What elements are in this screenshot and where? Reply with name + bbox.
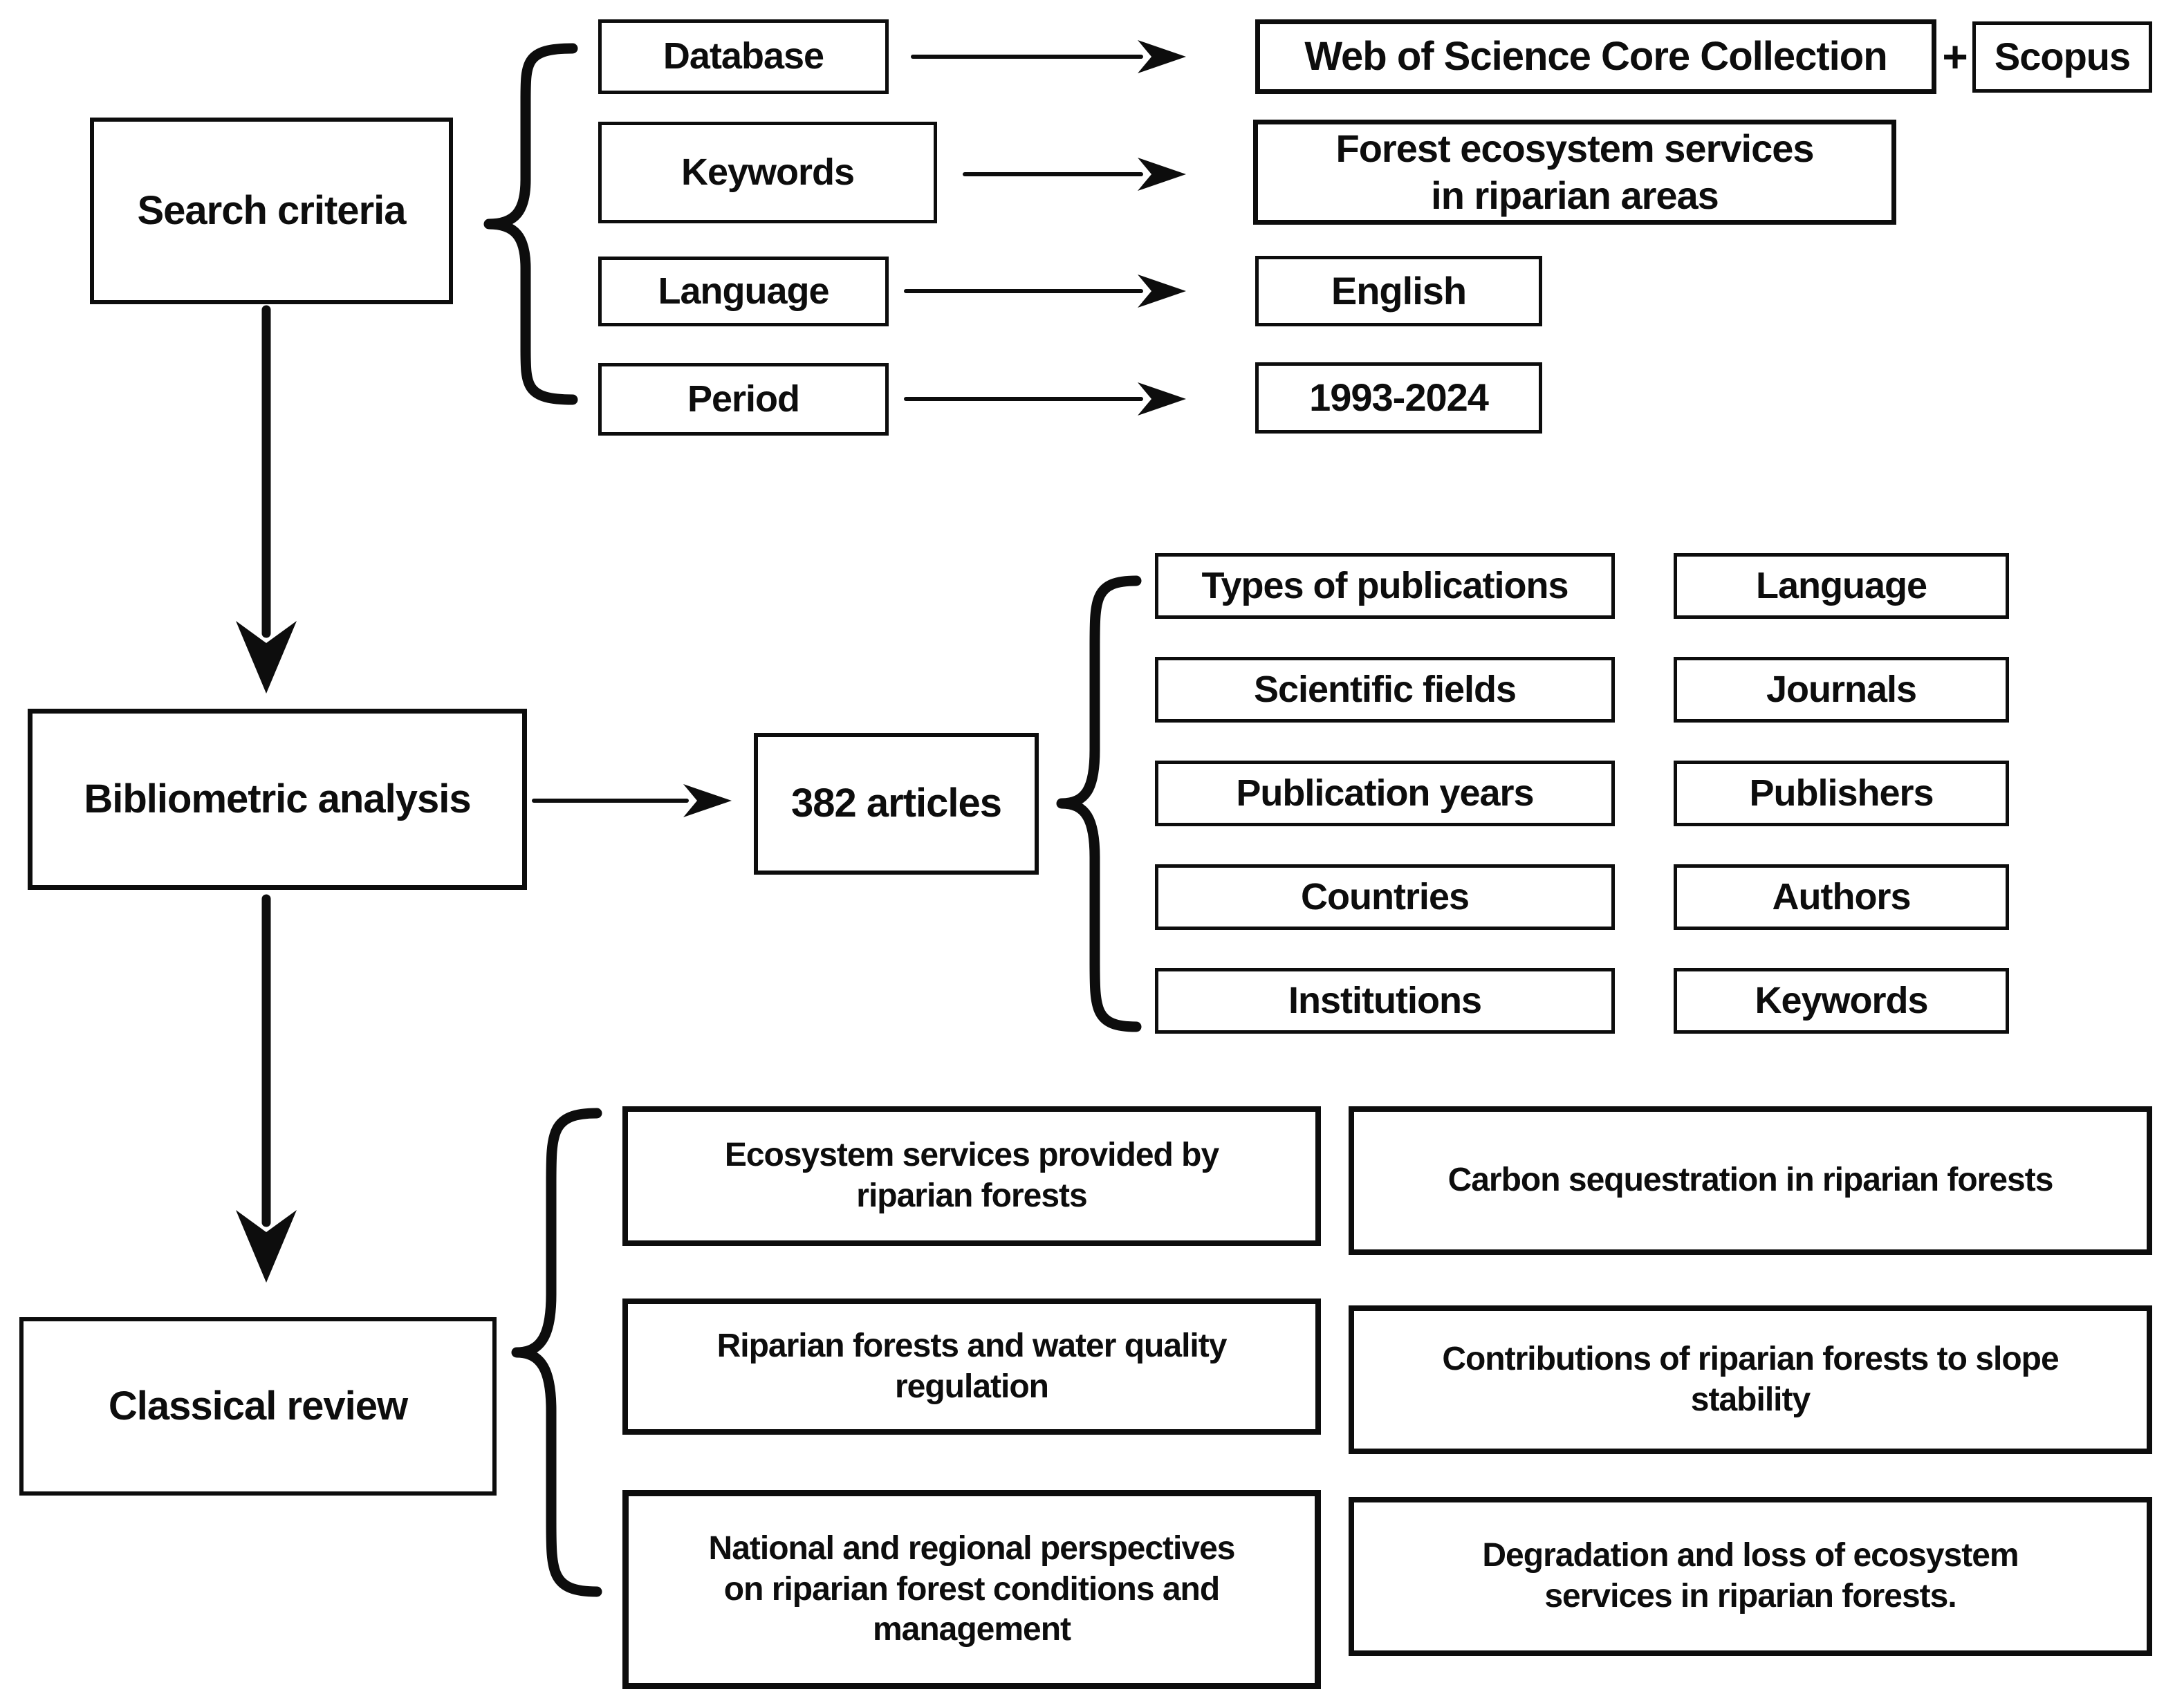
search-criteria-brace-icon (483, 43, 578, 405)
aspect-language-box: Language (1674, 553, 2009, 619)
plus-sign: + (1942, 32, 1968, 82)
language-value-box: English (1255, 256, 1542, 326)
articles-count-box: 382 articles (754, 733, 1039, 875)
scopus-box: Scopus (1972, 21, 2152, 93)
database-value-box: Web of Science Core Collection (1255, 19, 1936, 94)
keywords-value-box: Forest ecosystem services in riparian ar… (1253, 120, 1896, 225)
keywords-arrow-icon (963, 158, 1186, 191)
topic-degradation-loss-box: Degradation and loss of ecosystem servic… (1349, 1497, 2152, 1656)
aspect-scientific-fields-box: Scientific fields (1155, 657, 1615, 723)
topic-slope-stability-box: Contributions of riparian forests to slo… (1349, 1305, 2152, 1454)
bibliometric-analysis-box: Bibliometric analysis (28, 709, 527, 890)
criterion-keywords-box: Keywords (598, 122, 937, 223)
aspect-institutions-box: Institutions (1155, 968, 1615, 1034)
aspect-keywords-box: Keywords (1674, 968, 2009, 1034)
articles-brace-icon (1056, 575, 1142, 1032)
topic-national-regional-box: National and regional perspectives on ri… (622, 1490, 1321, 1689)
period-value-box: 1993-2024 (1255, 362, 1542, 434)
criterion-language-box: Language (598, 257, 889, 326)
aspect-countries-box: Countries (1155, 864, 1615, 930)
down-arrow-2-icon (236, 894, 297, 1283)
down-arrow-1-icon (236, 305, 297, 694)
period-arrow-icon (904, 382, 1186, 416)
classical-review-brace-icon (511, 1108, 602, 1597)
topic-ecosystem-services-box: Ecosystem services provided by riparian … (622, 1106, 1321, 1246)
search-criteria-box: Search criteria (90, 118, 453, 304)
language-arrow-icon (904, 274, 1186, 308)
topic-water-quality-box: Riparian forests and water quality regul… (622, 1299, 1321, 1435)
criterion-period-box: Period (598, 363, 889, 436)
aspect-authors-box: Authors (1674, 864, 2009, 930)
articles-arrow-icon (532, 784, 732, 817)
classical-review-box: Classical review (19, 1317, 497, 1496)
aspect-types-of-publications-box: Types of publications (1155, 553, 1615, 619)
criterion-database-box: Database (598, 19, 889, 94)
aspect-journals-box: Journals (1674, 657, 2009, 723)
aspect-publication-years-box: Publication years (1155, 761, 1615, 826)
database-arrow-icon (911, 40, 1186, 73)
topic-carbon-sequestration-box: Carbon sequestration in riparian forests (1349, 1106, 2152, 1255)
aspect-publishers-box: Publishers (1674, 761, 2009, 826)
